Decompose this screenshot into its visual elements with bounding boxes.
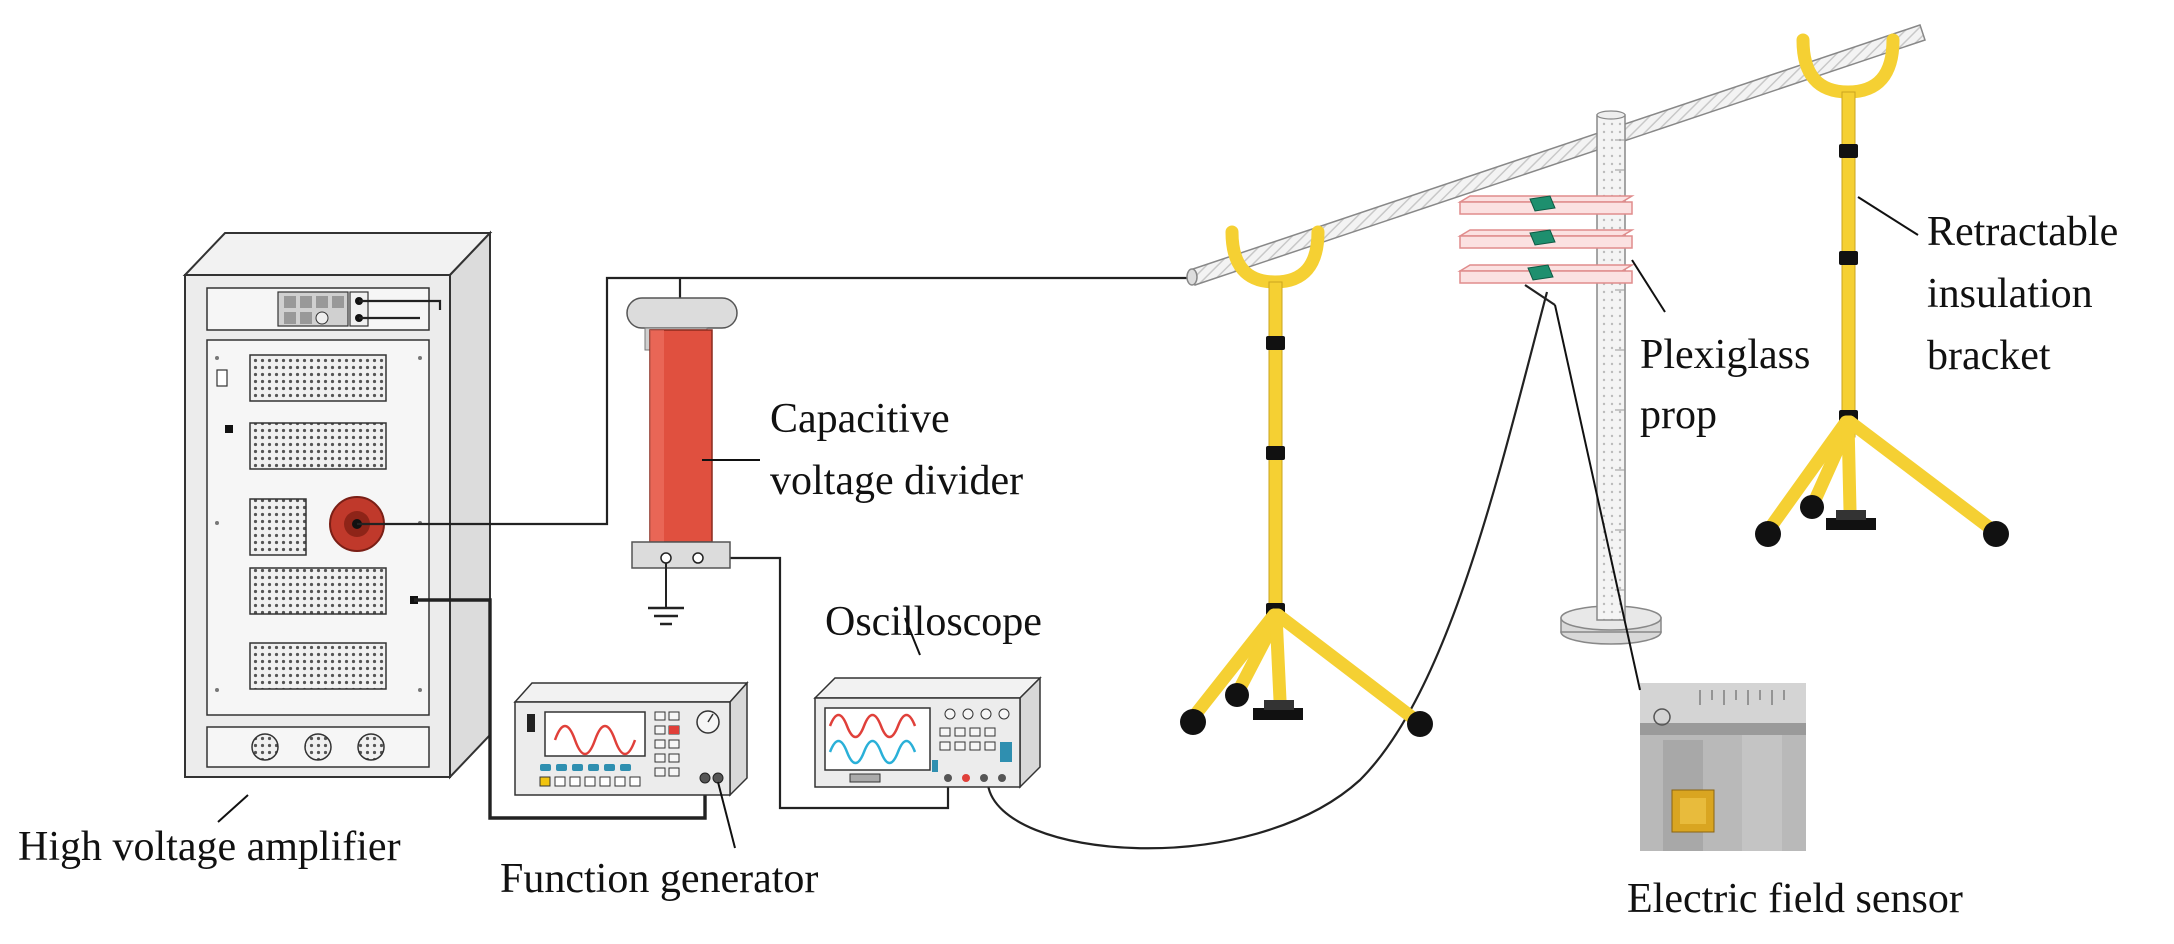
retractable-insulation-bracket — [1755, 33, 2009, 547]
label-retractable-line1: Retractable — [1927, 209, 2118, 255]
high-voltage-amplifier — [182, 230, 493, 780]
capacitive-voltage-divider — [626, 297, 738, 626]
label-high-voltage-amplifier: High voltage amplifier — [18, 824, 401, 870]
label-retractable-line2: insulation — [1927, 271, 2093, 317]
conductor — [1186, 24, 1926, 286]
label-function-generator: Function generator — [500, 856, 818, 902]
cables — [357, 276, 1556, 850]
left-insulation-bracket — [1180, 225, 1433, 737]
oscilloscope — [813, 676, 1042, 789]
label-plexiglass-prop-line2: prop — [1640, 392, 1717, 438]
leader-lines — [217, 196, 1919, 849]
sensor-probes — [1527, 195, 1556, 281]
function-generator — [513, 681, 749, 797]
plexiglass-prop — [1457, 110, 1662, 645]
label-retractable-line3: bracket — [1927, 333, 2051, 379]
label-plexiglass-prop-line1: Plexiglass — [1640, 332, 1810, 378]
label-oscilloscope: Oscilloscope — [825, 599, 1042, 645]
label-electric-field-sensor: Electric field sensor — [1627, 876, 1963, 922]
label-capacitive-voltage-divider-line1: Capacitive — [770, 396, 950, 442]
electric-field-sensor-photo — [1640, 683, 1806, 851]
label-capacitive-voltage-divider-line2: voltage divider — [770, 458, 1023, 504]
